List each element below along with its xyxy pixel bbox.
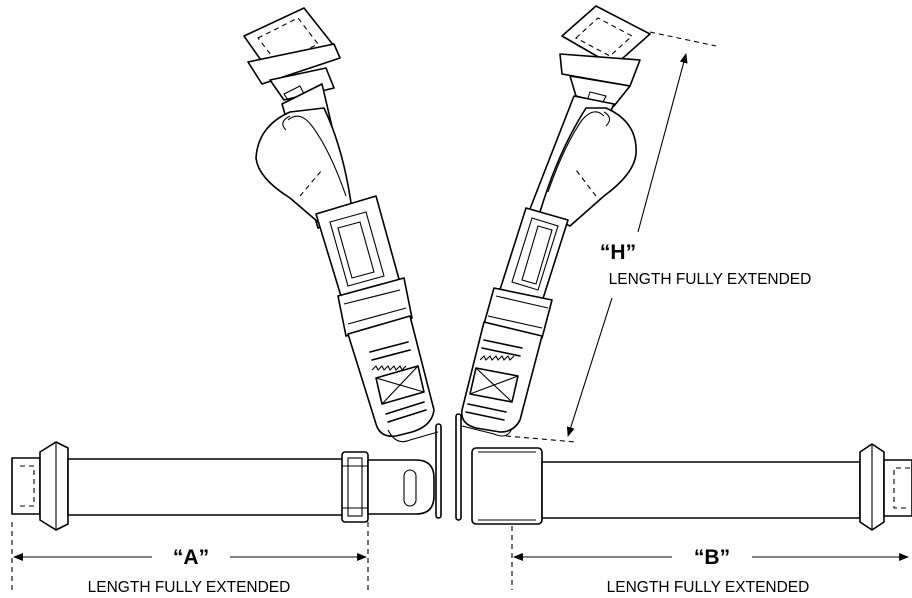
dimension-b: “B” LENGTH FULLY EXTENDED	[511, 526, 909, 596]
dimension-b-letter: “B”	[694, 546, 730, 569]
right-lap-webbing	[541, 461, 861, 519]
right-shoulder-guide	[539, 107, 637, 227]
right-shoulder-strap	[460, 5, 651, 437]
left-adjuster	[341, 451, 369, 523]
right-lap-belt	[455, 413, 912, 531]
dimension-h-arrow-bottom	[566, 297, 613, 437]
left-lap-webbing	[67, 458, 345, 516]
dimension-a: “A” LENGTH FULLY EXTENDED	[11, 522, 369, 596]
dimension-h-letter: “H”	[600, 241, 636, 264]
left-lap-belt	[11, 423, 442, 531]
dimension-h-caption: LENGTH FULLY EXTENDED	[609, 271, 812, 288]
left-shoulder-strap	[243, 7, 439, 443]
right-buckle-housing	[471, 447, 543, 525]
left-shoulder-guide	[255, 107, 353, 223]
right-anchor-fitting	[859, 443, 912, 531]
dimension-a-caption: LENGTH FULLY EXTENDED	[88, 579, 291, 596]
left-end-plate	[435, 423, 442, 519]
left-shoulder-anchor	[243, 7, 341, 107]
right-shoulder-anchor	[559, 5, 651, 109]
dimension-h-arrow-top	[637, 53, 688, 233]
dimension-h: “H” LENGTH FULLY EXTENDED	[505, 31, 812, 443]
dimension-b-caption: LENGTH FULLY EXTENDED	[607, 579, 810, 596]
dimension-a-letter: “A”	[173, 546, 209, 569]
left-anchor-fitting	[11, 441, 69, 531]
right-end-plate	[455, 413, 462, 521]
left-latch-plate	[367, 459, 435, 515]
